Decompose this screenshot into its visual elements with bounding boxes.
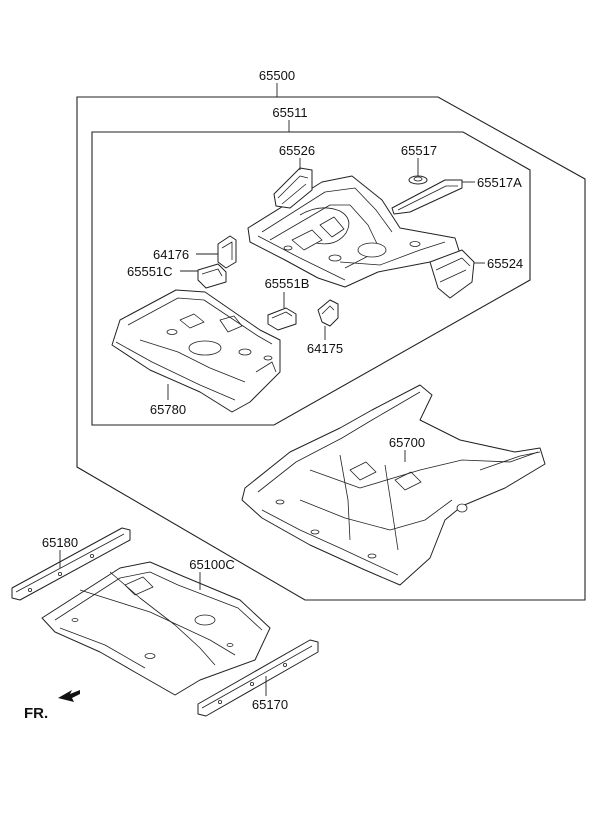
part-64175 (317, 299, 339, 327)
part-65551b (267, 307, 297, 331)
label-65500: 65500 (259, 68, 295, 83)
front-label: FR. (24, 705, 48, 722)
label-65100c: 65100C (189, 557, 235, 572)
front-orientation-marker: FR. (24, 690, 80, 722)
label-64176: 64176 (153, 247, 189, 262)
label-65551b: 65551B (265, 276, 310, 291)
part-65517a (391, 179, 463, 215)
part-65524 (429, 249, 475, 299)
label-65780: 65780 (150, 402, 186, 417)
part-65551c (197, 263, 227, 289)
rear-floor-pan (247, 175, 463, 288)
subassembly-65511-frame (91, 131, 531, 426)
assembly-65500-frame (76, 96, 586, 601)
label-65524: 65524 (487, 256, 523, 271)
label-65180: 65180 (42, 535, 78, 550)
part-65517 (408, 175, 428, 185)
part-65170 (197, 639, 319, 717)
part-65780 (111, 289, 281, 413)
label-65551c: 65551C (127, 264, 173, 279)
label-65511: 65511 (272, 105, 307, 120)
label-64175: 64175 (307, 341, 343, 356)
part-65180 (11, 527, 131, 601)
label-65170: 65170 (252, 697, 288, 712)
label-65517: 65517 (401, 143, 437, 158)
part-65700 (241, 384, 546, 586)
label-65526: 65526 (279, 143, 315, 158)
label-65700: 65700 (389, 435, 425, 450)
front-arrow-icon (58, 690, 80, 702)
label-65517a: 65517A (477, 175, 522, 190)
part-64176 (217, 235, 237, 269)
part-65100c (41, 561, 271, 696)
